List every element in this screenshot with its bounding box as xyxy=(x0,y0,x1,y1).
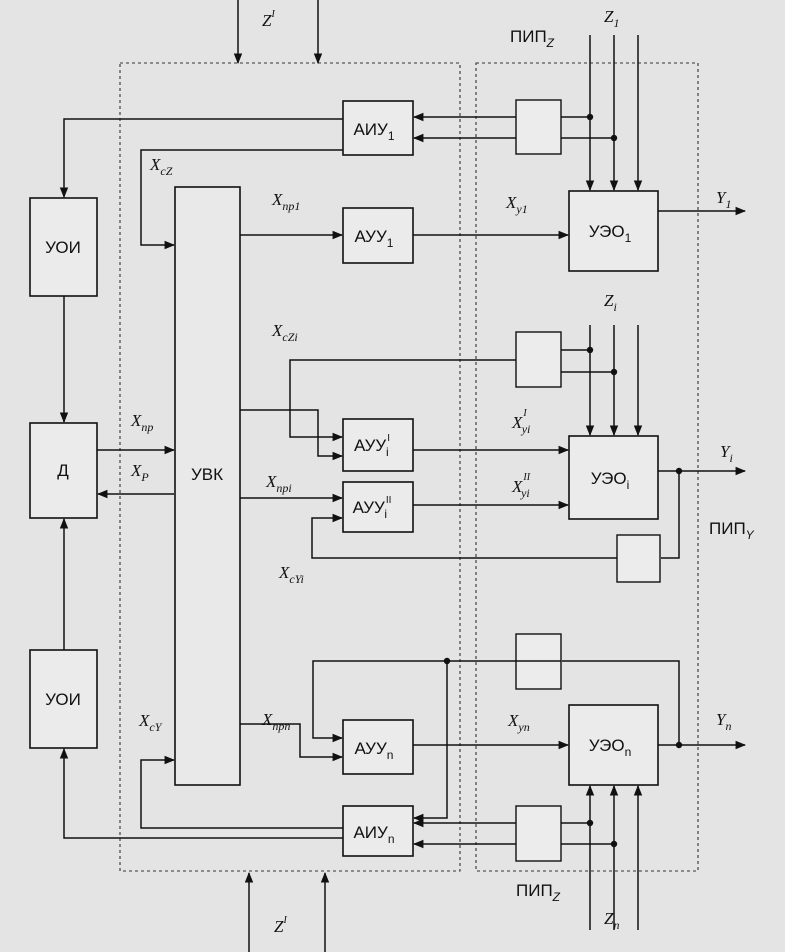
yn-label: Yn xyxy=(716,710,731,733)
auu1-block: АУУ1 xyxy=(342,207,414,264)
aiu1-block: АИУ1 xyxy=(342,100,414,156)
auu1-label: АУУ xyxy=(355,227,387,246)
auui2-label: АУУ xyxy=(353,498,385,517)
x-yn-label: Xyn xyxy=(507,711,530,734)
zi-label: Zi xyxy=(604,291,617,314)
uoi-bottom-block: УОИ xyxy=(29,649,98,749)
uoi-bottom-label: УОИ xyxy=(45,690,81,709)
z1-label: Z1 xyxy=(604,7,619,30)
zn-label: Zn xyxy=(604,909,619,932)
ueon-label: УЭО xyxy=(589,736,625,755)
auui2-sup: II xyxy=(386,495,392,506)
ueoi-sub: i xyxy=(627,478,630,492)
auu1-sub: 1 xyxy=(387,236,394,250)
x-pri-label: Xпрi xyxy=(265,472,292,495)
auui1-label: АУУ xyxy=(354,436,386,455)
x-cz-label: XcZ xyxy=(149,155,173,178)
svg-text:АУУn: АУУn xyxy=(355,739,394,762)
sensor-y xyxy=(616,534,661,583)
auui1-sub: i xyxy=(386,445,389,459)
auun-label: АУУ xyxy=(355,739,387,758)
d-label: Д xyxy=(57,461,69,480)
auui1-sup: I xyxy=(387,433,390,444)
uoi-top-label: УОИ xyxy=(45,238,81,257)
yi-label: Yi xyxy=(720,442,733,465)
svg-text:АИУ1: АИУ1 xyxy=(353,120,394,143)
control-frame xyxy=(119,62,461,872)
x-cyi-label: XcYi xyxy=(278,563,304,586)
svg-text:АИУn: АИУn xyxy=(353,823,394,846)
x-p-label: XP xyxy=(130,461,149,484)
z-prime-bottom-label: ZI xyxy=(274,915,287,936)
x-pr-label: Xпр xyxy=(130,411,153,434)
aiu1-label: АИУ xyxy=(353,120,388,139)
z-prime-top-label: ZI xyxy=(262,9,275,30)
x-pr1-label: Xпр1 xyxy=(271,190,300,213)
ueon-block: УЭОn xyxy=(568,704,659,786)
auui2-sub: i xyxy=(384,507,387,521)
x-y1-label: Xy1 xyxy=(505,193,528,216)
ueo1-label: УЭО xyxy=(589,222,625,241)
aiun-label: АИУ xyxy=(353,823,388,842)
ueo1-block: УЭО1 xyxy=(568,190,659,272)
pip-z-bottom-label: ПИПZ xyxy=(516,881,561,904)
auun-block: АУУn xyxy=(342,719,414,775)
aiun-block: АИУn xyxy=(342,805,414,857)
auun-sub: n xyxy=(387,748,394,762)
sensor-z-top xyxy=(515,99,562,155)
ueo1-sub: 1 xyxy=(625,231,632,245)
uvk-block: УВК xyxy=(174,186,241,786)
y1-label: Y1 xyxy=(716,188,731,211)
pip-y-label: ПИПY xyxy=(709,519,755,542)
svg-text:УЭОi: УЭОi xyxy=(591,469,630,492)
ueoi-label: УЭО xyxy=(591,469,627,488)
ueoi-block: УЭОi xyxy=(568,435,659,520)
svg-text:УЭОn: УЭОn xyxy=(589,736,632,759)
x-cy-label: XcY xyxy=(138,711,163,734)
aiu1-sub: 1 xyxy=(388,129,395,143)
svg-text:АУУ1: АУУ1 xyxy=(355,227,394,250)
pip-z-top-label: ПИПZ xyxy=(510,27,555,50)
uvk-label: УВК xyxy=(191,465,223,484)
sensor-zi xyxy=(515,331,562,388)
uoi-top-block: УОИ xyxy=(29,197,98,297)
object-frame xyxy=(475,62,699,872)
d-block: Д xyxy=(29,422,98,519)
x-prn-label: Xпрn xyxy=(261,710,290,733)
ueon-sub: n xyxy=(625,745,632,759)
svg-text:УЭО1: УЭО1 xyxy=(589,222,632,245)
aiun-sub: n xyxy=(388,832,395,846)
x-czi-label: XcZi xyxy=(271,321,298,344)
sensor-z-bottom xyxy=(515,805,562,862)
